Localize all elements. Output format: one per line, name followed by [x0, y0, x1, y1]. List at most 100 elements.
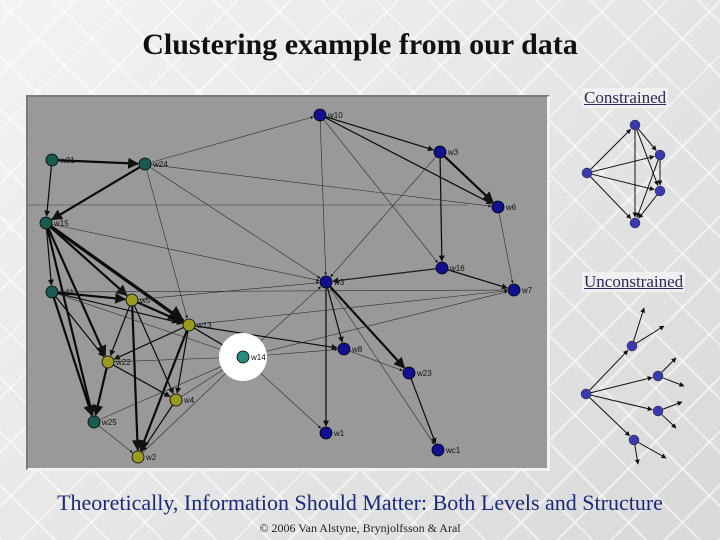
network-node-label: w22	[115, 358, 131, 367]
network-edge	[51, 223, 320, 282]
network-node	[337, 342, 351, 356]
network-node	[45, 153, 59, 167]
network-edge	[194, 325, 338, 351]
network-node	[313, 108, 327, 122]
network-edge	[149, 167, 321, 279]
network-node	[435, 261, 449, 275]
network-node-label: w13	[196, 321, 212, 330]
network-node	[182, 318, 196, 332]
network-node	[125, 293, 139, 307]
network-edge	[57, 291, 127, 304]
unconstrained-spoke	[662, 377, 685, 387]
network-edge	[52, 297, 95, 417]
network-edge	[329, 285, 406, 369]
constrained-edge	[636, 129, 659, 186]
network-edge	[447, 269, 508, 290]
network-node-label: w15	[53, 219, 69, 228]
network-node-label: w3	[447, 148, 459, 157]
unconstrained-spoke	[638, 442, 667, 459]
network-node-label: w24	[152, 160, 168, 169]
network-edge	[49, 226, 128, 297]
network-node-label: w5	[139, 296, 151, 305]
network-edge	[57, 288, 508, 293]
network-edge	[325, 117, 493, 205]
unconstrained-spoke	[634, 444, 640, 465]
network-edge	[57, 293, 237, 356]
constrained-edge	[590, 176, 632, 220]
network-node-label: w25	[101, 418, 117, 427]
network-node-label: wc1	[445, 446, 461, 455]
network-edges	[44, 116, 514, 454]
unconstrained-node	[626, 340, 638, 352]
unconstrained-node	[580, 388, 592, 400]
network-edge	[438, 157, 445, 262]
network-edge	[194, 289, 508, 325]
network-node-label: w2	[145, 453, 157, 462]
network-edge	[150, 164, 492, 208]
network-node	[169, 393, 183, 407]
unconstrained-node	[652, 370, 664, 382]
network-node	[45, 285, 59, 299]
constrained-node	[629, 119, 641, 131]
network-node-label: w3	[333, 278, 345, 287]
network-edge	[329, 286, 435, 445]
network-node-label: w10	[327, 111, 343, 120]
network-edge	[51, 166, 141, 221]
network-edge	[46, 228, 96, 417]
constrained-edge	[638, 194, 658, 219]
network-edge	[332, 268, 437, 283]
network-edge	[92, 367, 108, 417]
network-node-label: w16	[449, 264, 465, 273]
network-edge	[443, 155, 494, 203]
network-edge	[45, 228, 54, 286]
constrained-node	[654, 149, 666, 161]
network-edge	[146, 169, 188, 319]
network-node-label: w7	[521, 286, 533, 295]
constrained-edge	[636, 159, 659, 218]
constrained-node	[581, 167, 593, 179]
network-node	[431, 443, 445, 457]
slide-title: Clustering example from our data	[142, 28, 578, 61]
network-edge	[44, 165, 53, 217]
network-edge	[248, 290, 508, 356]
network-edge	[133, 305, 174, 395]
unconstrained-spoke	[661, 414, 677, 429]
network-node-label: w4	[183, 396, 195, 405]
network-node	[402, 366, 416, 380]
network-node	[433, 145, 447, 159]
network-node	[491, 200, 505, 214]
network-node	[138, 157, 152, 171]
network-edge	[98, 425, 133, 453]
constrained-label: Constrained	[582, 88, 669, 108]
copyright-notice: © 2006 Van Alstyne, Brynjolfsson & Aral	[259, 521, 461, 535]
network-edge	[57, 157, 140, 169]
network-edge	[99, 359, 237, 420]
network-node-label: w8	[351, 345, 363, 354]
network-node	[39, 216, 53, 230]
unconstrained-edge	[589, 349, 629, 391]
network-edge	[109, 305, 131, 357]
unconstrained-label: Unconstrained	[582, 272, 686, 292]
network-edge	[55, 296, 105, 358]
unconstrained-node	[628, 434, 640, 446]
network-edge	[325, 116, 434, 152]
unconstrained-node	[652, 405, 664, 417]
constrained-node	[654, 185, 666, 197]
network-edge	[150, 116, 314, 163]
constrained-edge	[591, 173, 655, 191]
network-edge	[142, 361, 239, 454]
unconstrained-spoke	[661, 357, 677, 373]
network-node-label: w11	[59, 288, 75, 297]
network-edge	[349, 350, 403, 372]
constrained-diagram	[581, 119, 666, 229]
network-node-label: w1	[333, 429, 345, 438]
unconstrained-spoke	[662, 401, 683, 410]
network-node-label: w6	[505, 203, 517, 212]
network-edge	[131, 305, 143, 452]
network-edge	[175, 330, 189, 394]
network-node	[131, 450, 145, 464]
constrained-edge	[637, 128, 657, 151]
network-edge	[113, 355, 237, 363]
